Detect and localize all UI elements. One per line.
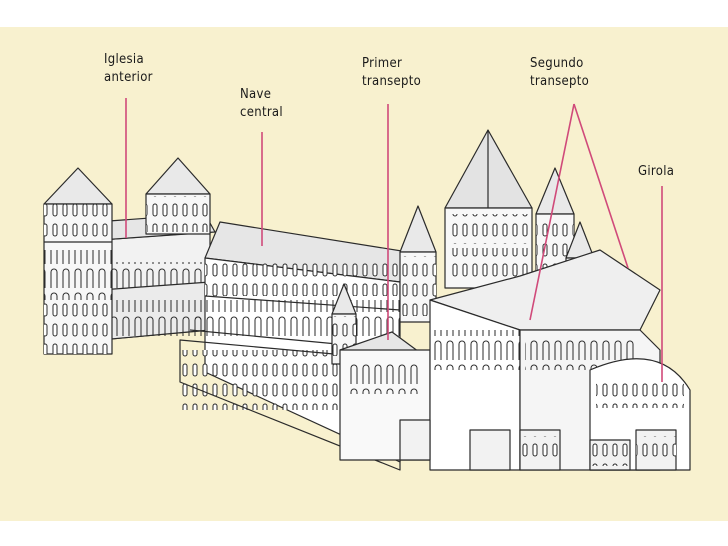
leader-segundo-transepto-b xyxy=(573,103,629,269)
label-iglesia-anterior: Iglesia anterior xyxy=(104,52,153,85)
label-nave-central: Nave central xyxy=(240,87,283,120)
west-tower-right xyxy=(145,157,211,235)
leader-segundo-transepto-a xyxy=(529,103,575,321)
crossing-tower xyxy=(444,129,533,289)
leader-lines xyxy=(125,98,663,382)
first-transept xyxy=(339,205,437,461)
label-primer-transepto: Primer transepto xyxy=(362,56,422,89)
label-segundo-transepto: Segundo transepto xyxy=(530,56,590,89)
label-girola: Girola xyxy=(638,164,675,179)
chevet-mass xyxy=(399,249,691,471)
west-tower-left xyxy=(43,167,113,355)
